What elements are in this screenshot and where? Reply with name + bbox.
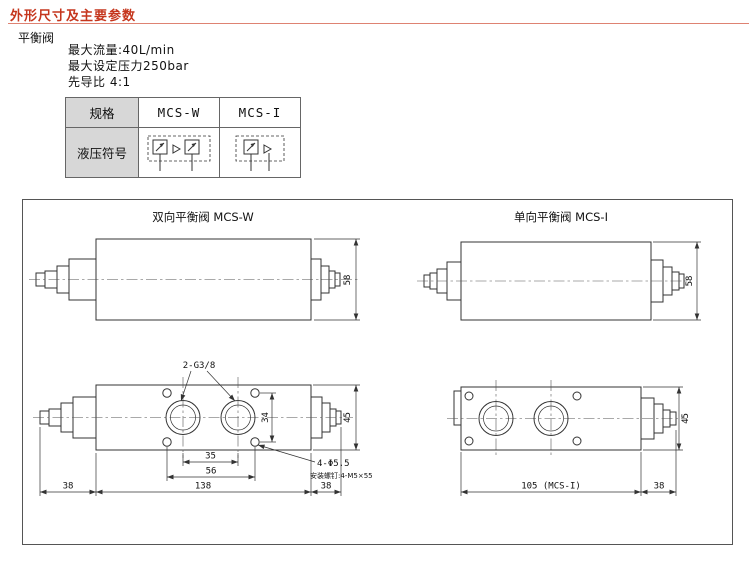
table-model-mcs-w: MCS-W [138,97,220,128]
label-mounting-screws: 安装螺钉:4-M5×55 [310,471,373,480]
spec-list: 最大流量:40L/min 最大设定压力250bar 先导比 4:1 [68,42,189,90]
spec-pilot-ratio: 先导比 4:1 [68,75,131,89]
section-label: 平衡阀 [18,31,55,45]
dim-port-pitch: 35 [205,452,216,462]
check-valve-icon [172,144,182,154]
mcs-w-drawing-title: 双向平衡阀 MCS-W [152,210,253,224]
dimension-drawings: 双向平衡阀 MCS-W 58 [29,210,701,496]
label-port-thread: 2-G3/8 [183,361,216,371]
bolt-hole [250,388,260,398]
mcs-w-front-view: 2-G3/8 34 35 56 138 [33,361,373,496]
side-tab [453,390,462,426]
flow-arrow-head [191,143,196,147]
bolt-hole [250,437,260,447]
dim-end-left: 38 [63,482,74,492]
dim-length: 138 [195,482,211,492]
bolt-hole [464,391,474,401]
leader-line [180,370,192,402]
dim-end-right: 38 [654,482,665,492]
mcs-i-symbol [235,135,285,171]
model-table: 规格 MCS-W MCS-I 液压符号 [65,97,301,178]
table-spec-header: 规格 [65,97,139,128]
symbol-enclosure [235,135,285,162]
model-header-row: 规格 MCS-W MCS-I [65,97,301,128]
dim-body-height: 58 [343,275,353,286]
flow-arrow-head [250,143,255,147]
label-bolt-holes: 4-Φ5.5 [317,459,350,469]
dim-hole-h: 56 [206,467,217,477]
dim-front-height: 45 [681,413,691,424]
mcs-i-top-view: 58 [417,241,701,321]
mcs-w-drawing: 双向平衡阀 MCS-W 58 [29,210,373,496]
dim-body-height: 58 [685,276,695,287]
dim-end-right: 38 [321,482,332,492]
dim-front-height: 45 [343,412,353,423]
title-underline [8,23,749,24]
adjust-nut [334,272,341,287]
mcs-w-top-view: 58 [29,238,360,321]
check-valve-icon [263,144,273,154]
symbol-enclosure [147,135,211,162]
dim-hole-v: 34 [261,412,271,423]
bolt-hole [464,436,474,446]
dim-length: 105 (MCS-I) [521,482,581,492]
bolt-hole [572,391,582,401]
leader-line [206,370,236,402]
symbol-cell-mcs-i [219,127,301,178]
page-title: 外形尺寸及主要参数 [10,9,137,24]
leader-line [257,444,316,463]
mcs-i-drawing-title: 单向平衡阀 MCS-I [514,210,608,224]
flow-arrow-head [159,143,164,147]
bolt-hole [162,388,172,398]
drawing-panel: 双向平衡阀 MCS-W 58 [22,199,733,545]
bolt-hole [572,436,582,446]
spec-max-pressure: 最大设定压力250bar [68,59,189,73]
table-symbol-header: 液压符号 [65,127,139,178]
bolt-hole [162,437,172,447]
symbol-cell-mcs-w [138,127,220,178]
mcs-i-front-view: 45 105 (MCS-I) 38 [447,380,691,496]
table-model-mcs-i: MCS-I [219,97,301,128]
mcs-w-symbol [147,135,211,171]
mcs-i-drawing: 单向平衡阀 MCS-I 58 [417,210,701,496]
symbol-row: 液压符号 [65,127,301,178]
spec-max-flow: 最大流量:40L/min [68,43,175,57]
